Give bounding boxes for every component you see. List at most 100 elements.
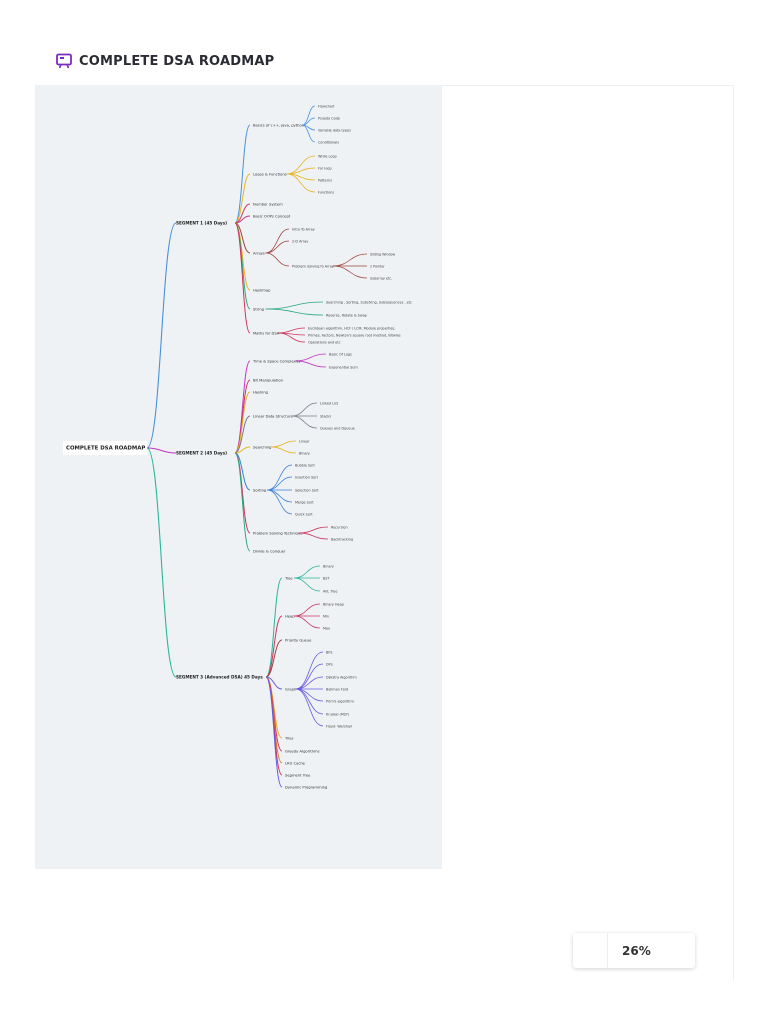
topic-label: Segment Tree xyxy=(285,774,311,778)
connector-line xyxy=(146,447,177,454)
topic-label: Bit Manipulation xyxy=(253,379,284,383)
topic-label: Heap xyxy=(285,615,295,619)
subtopic-label: While Loop xyxy=(318,155,337,159)
subtopic-label: Reverse, Rotate & Swap xyxy=(326,314,367,318)
topic-label: Time & Space Complexity xyxy=(252,360,301,364)
connector-line xyxy=(265,228,290,254)
subtopic-label: Kruskal (MST) xyxy=(326,713,350,717)
connector-line xyxy=(234,215,251,224)
page-header: COMPLETE DSA ROADMAP xyxy=(56,50,274,72)
connector-line xyxy=(332,253,368,267)
subtopic-label: Intro To Array xyxy=(292,228,315,232)
subtopic-label: For loop xyxy=(318,167,332,171)
subtopic-label: AVL Tree xyxy=(323,590,337,594)
subtopic-label: DFS xyxy=(326,663,333,667)
presentation-board-icon xyxy=(56,53,72,69)
subtopic-label: Functions xyxy=(318,191,334,195)
zoom-out-button[interactable] xyxy=(573,933,608,968)
connector-line xyxy=(295,663,324,690)
connector-line xyxy=(234,379,251,454)
connector-line xyxy=(302,124,316,143)
topic-label: Maths for DSA xyxy=(253,332,280,336)
subtopic-label: Patterns xyxy=(318,179,332,183)
connector-line xyxy=(291,415,318,429)
topic-label: Sorting xyxy=(253,489,266,493)
connector-line xyxy=(267,464,293,491)
page-title: COMPLETE DSA ROADMAP xyxy=(79,53,275,69)
subtopic-label: Problem Solving fo Array xyxy=(292,265,334,269)
connector-line xyxy=(234,446,251,454)
connector-line xyxy=(267,476,293,491)
topic-label: Problem Solving Technique xyxy=(253,532,303,536)
segment-label: SEGMENT 2 (45 Days) xyxy=(176,451,227,456)
topic-label: Hashmap xyxy=(253,289,271,293)
connector-line xyxy=(298,526,329,534)
subtopic-label: Variable data types xyxy=(318,129,351,133)
subtopic-label: Flowchart xyxy=(318,105,335,109)
subtopic-label: Basic Of Logs xyxy=(329,353,352,357)
subtopic-label: Quick Sort xyxy=(295,513,313,517)
subtopic-label: BFS xyxy=(326,651,332,655)
subtopic-label: Prim's algorithm xyxy=(326,700,354,704)
connector-line xyxy=(298,532,329,540)
topic-label: Greedy Algorithms xyxy=(285,750,320,754)
connector-line xyxy=(234,360,251,454)
subtopic-label: Binary xyxy=(323,565,334,569)
subtopic-label: Bubble Sort xyxy=(295,464,316,468)
subtopic-label: Recursion xyxy=(331,526,348,530)
connector-line xyxy=(265,308,324,316)
connector-line xyxy=(265,240,290,254)
subtopic-label: Merge Sort xyxy=(295,501,314,505)
subtopic-label: Binary xyxy=(299,452,310,456)
connector-line xyxy=(277,332,306,343)
connector-line xyxy=(293,603,321,617)
topic-label: String xyxy=(253,308,264,312)
zoom-level: 26% xyxy=(622,943,651,958)
connector-line xyxy=(146,447,177,678)
connector-line xyxy=(265,577,283,678)
connector-line xyxy=(291,402,318,417)
connector-line xyxy=(295,688,324,715)
connector-line xyxy=(332,265,368,279)
subtopic-label: Min xyxy=(323,615,329,619)
subtopic-label: Exponential Sum xyxy=(329,366,358,370)
subtopic-label: Bellman Ford xyxy=(326,688,348,692)
topic-label: Divide & Conquer xyxy=(253,550,286,554)
subtopic-label: Primes, Factors, Newton's square root me… xyxy=(308,334,401,338)
zoom-control[interactable]: 26% xyxy=(573,933,695,968)
connector-line xyxy=(286,173,316,193)
topic-label: Basics of c++, java, python xyxy=(253,124,305,128)
connector-line xyxy=(293,615,321,629)
topic-label: Dynamic Programming xyxy=(285,786,327,790)
topic-label: Tree xyxy=(284,577,293,581)
connector-line xyxy=(234,222,251,310)
topic-label: Hashing xyxy=(253,391,268,395)
subtopic-label: Max xyxy=(323,627,330,631)
connector-line xyxy=(295,688,324,727)
subtopic-label: Binary Heap xyxy=(323,603,344,607)
subtopic-label: Stacks xyxy=(320,415,331,419)
connector-line xyxy=(265,639,283,678)
connector-line xyxy=(295,676,324,690)
connector-line xyxy=(295,360,327,368)
topic-label: Loops & Functions xyxy=(253,173,287,177)
topic-label: Arrays xyxy=(253,252,265,256)
connector-line xyxy=(277,327,306,334)
segment-label: SEGMENT 1 (45 Days) xyxy=(176,221,227,226)
subtopic-label: BST xyxy=(323,577,330,581)
connector-line xyxy=(234,452,251,552)
subtopic-label: Operations and etc xyxy=(308,341,341,345)
topic-label: Linear Data Structure xyxy=(253,415,293,419)
subtopic-label: Euclidean algorithm, HCF / LCM, Module p… xyxy=(308,327,395,331)
subtopic-label: Queues and Dqueue xyxy=(320,427,355,431)
connector-line xyxy=(293,565,321,579)
topic-label: Tries xyxy=(284,737,294,741)
side-panel xyxy=(442,85,733,981)
segment-label: SEGMENT 3 (Advanced DSA) 45 Days xyxy=(176,675,263,680)
connector-line xyxy=(295,688,324,702)
connector-line xyxy=(293,577,321,592)
subtopic-label: Dijkstra Algorithm xyxy=(326,676,357,680)
connector-line xyxy=(267,489,293,503)
